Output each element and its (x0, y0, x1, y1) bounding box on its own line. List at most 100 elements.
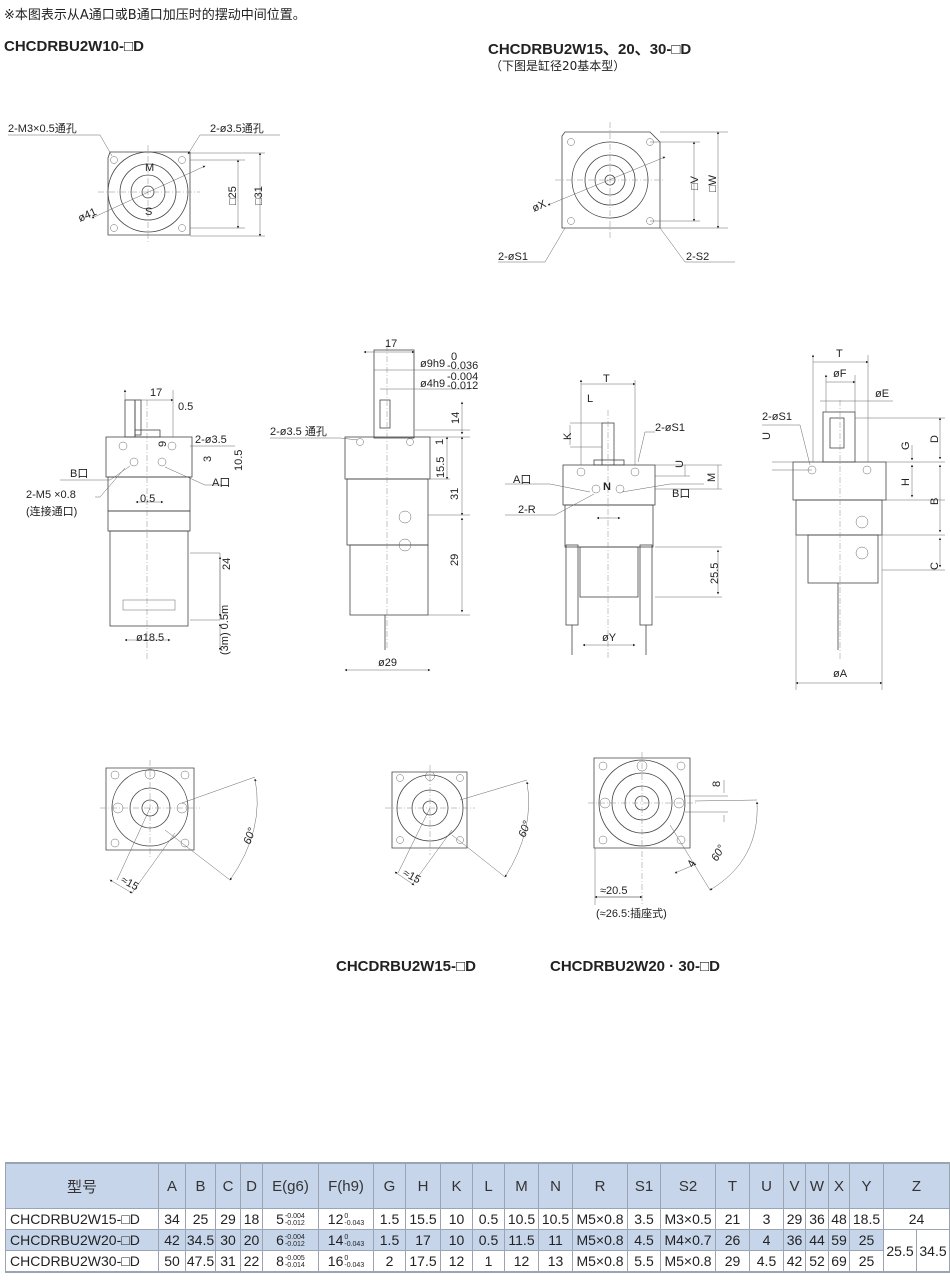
label-a-port: A口 (513, 474, 531, 486)
column-header-fh9: F(h9) (318, 1162, 374, 1209)
label-s1: 2-øS1 (498, 251, 528, 263)
caption-w15: CHCDRBU2W15-□D (336, 958, 476, 975)
column-header-b: B (185, 1162, 216, 1209)
column-header-a: A (158, 1162, 186, 1209)
cell-d: 20 (240, 1229, 263, 1251)
cell-r: M5×0.8 (572, 1250, 628, 1273)
label-u: U (674, 460, 686, 468)
label-c8: 8 (711, 781, 723, 787)
note-text: ※本图表示从A通口或B通口加压时的摆动中间位置。 (4, 8, 306, 23)
cell-u: 4 (749, 1229, 784, 1251)
label-b-port: B口 (672, 488, 690, 500)
cell-x: 69 (828, 1250, 850, 1273)
cell-t: 26 (715, 1229, 750, 1251)
cell-s1: 5.5 (627, 1250, 661, 1273)
cell-x: 48 (828, 1208, 850, 1230)
tolerance: 0-0.043 (344, 1255, 364, 1269)
label-l: L (587, 393, 593, 405)
cell-g: 1.5 (373, 1208, 406, 1230)
label-t: T (603, 373, 610, 385)
label-y: øY (602, 632, 617, 644)
cell-t: 21 (715, 1208, 750, 1230)
cell-y: 18.5 (849, 1208, 884, 1230)
label-r: 2-R (518, 504, 536, 516)
label-sq-w: □W (707, 174, 719, 192)
label-05a: 0.5 (178, 401, 193, 413)
column-header-g: G (373, 1162, 406, 1209)
bottom-view-w20-30: 8 4 60° ≈20.5 (≈26.5:插座式) (588, 752, 759, 920)
tol-base: 6 (276, 1231, 284, 1248)
label-n: N (603, 481, 611, 493)
label-29: 29 (449, 554, 461, 566)
label-s2: 2-S2 (686, 251, 709, 263)
cell-c: 29 (215, 1208, 241, 1230)
cell-c: 30 (215, 1229, 241, 1251)
cell-v: 29 (783, 1208, 806, 1230)
cell-e: 6-0.004-0.012 (262, 1229, 319, 1251)
cell-u: 4.5 (749, 1250, 784, 1273)
cell-model: CHCDRBU2W15-□D (5, 1208, 159, 1230)
cell-x: 59 (828, 1229, 850, 1251)
label-b-port: B口 (70, 468, 88, 480)
cell-z: 24 (883, 1208, 950, 1230)
tol-upper: 0 (344, 1234, 349, 1242)
cell-w: 44 (805, 1229, 829, 1251)
cell-b: 47.5 (185, 1250, 216, 1273)
tol-upper: 0 (344, 1255, 349, 1263)
label-24: 24 (221, 558, 233, 570)
column-header-model: 型号 (5, 1162, 159, 1209)
tol-lower: -0.014 (284, 1262, 305, 1270)
label-155: 15.5 (435, 457, 447, 478)
label-105: 10.5 (233, 450, 245, 471)
top-view-w10: 2-M3×0.5通孔 2-ø3.5通孔 □25 □31 ø41 M S (8, 122, 280, 243)
cell-g: 2 (373, 1250, 406, 1273)
cell-m: 12 (504, 1250, 539, 1273)
label-b: B (929, 498, 941, 505)
tolerance: -0.004-0.012 (285, 1213, 305, 1227)
tol-lower: -0.043 (344, 1241, 365, 1249)
tol-lower: -0.012 (284, 1241, 305, 1249)
tol-base: 14 (327, 1231, 344, 1248)
label-14: 14 (450, 412, 462, 424)
label-c4: 4 (685, 858, 698, 869)
label-3: 3 (202, 456, 214, 462)
cell-b: 25 (185, 1208, 216, 1230)
label-sq-v: □V (689, 175, 701, 190)
tol-upper: -0.004 (284, 1213, 305, 1221)
bottom-view-w15: ≈15 60° (385, 765, 534, 886)
label-a15: ≈15 (119, 874, 141, 893)
label-9h9: ø9h9 (420, 358, 445, 370)
label-31: 31 (449, 488, 461, 500)
column-header-w: W (805, 1162, 829, 1209)
tol-base: 16 (327, 1252, 344, 1269)
cell-y: 25 (849, 1229, 884, 1251)
cell-e: 8-0.005-0.014 (262, 1250, 319, 1273)
label-u: U (761, 432, 773, 440)
side-view-w15-front: T L K 2-øS1 U M A口 B口 N 2-R 25.5 øY (505, 373, 722, 660)
column-header-t: T (715, 1162, 750, 1209)
cell-w: 36 (805, 1208, 829, 1230)
column-header-k: K (440, 1162, 473, 1209)
label-255: 25.5 (709, 563, 721, 584)
label-29b: ø29 (378, 657, 397, 669)
heading-w15-30-sub: （下图是缸径20基本型） (490, 59, 626, 73)
label-conn: (连接通口) (26, 505, 77, 518)
column-header-n: N (538, 1162, 573, 1209)
label-05b: 0.5 (140, 493, 155, 505)
label-lead: (3m) 0.5m (219, 605, 231, 655)
heading-w10: CHCDRBU2W10-□D (4, 38, 144, 55)
label-m3-hole: 2-M3×0.5通孔 (8, 122, 77, 135)
column-header-s1: S1 (627, 1162, 661, 1209)
label-a60: 60° (242, 826, 259, 846)
label-c205: ≈20.5 (600, 885, 627, 897)
tol-base: 8 (276, 1252, 284, 1269)
label-f: øF (833, 368, 847, 380)
label-dx: øX (530, 198, 548, 215)
label-17b: 17 (385, 338, 397, 350)
column-header-c: C (215, 1162, 241, 1209)
